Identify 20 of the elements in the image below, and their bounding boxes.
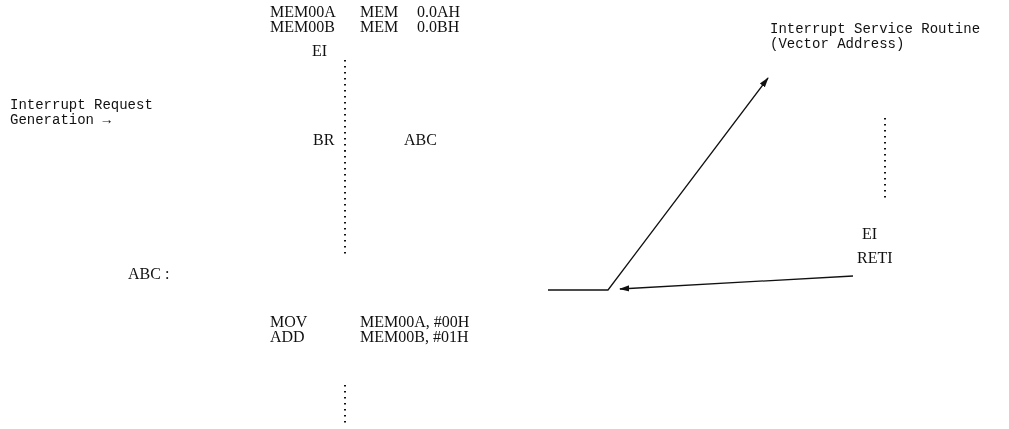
code-text: MEM bbox=[360, 19, 399, 35]
code-text: 0.0AH bbox=[417, 4, 461, 20]
code-text: MEM00A, #00H bbox=[360, 314, 470, 330]
code-text: EI bbox=[862, 226, 878, 242]
code-text: 0.0BH bbox=[417, 19, 460, 35]
code-text: ABC : bbox=[128, 266, 170, 282]
arrow bbox=[547, 77, 769, 291]
code-text: ADD bbox=[270, 329, 305, 345]
code-text: ABC bbox=[404, 132, 437, 148]
routine-label: Interrupt Service Routine (Vector Address) bbox=[770, 22, 1000, 52]
code-text: MEM00A bbox=[270, 4, 336, 20]
code-text: MEM00B bbox=[270, 19, 335, 35]
routine-label: RETI bbox=[857, 250, 893, 266]
note-text: Interrupt Request Generation → bbox=[10, 98, 154, 128]
arrow bbox=[618, 275, 854, 292]
code-text: MEM bbox=[360, 4, 399, 20]
code-text: MEM00B, #01H bbox=[360, 329, 469, 345]
code-text: MOV bbox=[270, 314, 308, 330]
code-text: BR bbox=[313, 132, 335, 148]
code-text: EI bbox=[312, 43, 328, 59]
